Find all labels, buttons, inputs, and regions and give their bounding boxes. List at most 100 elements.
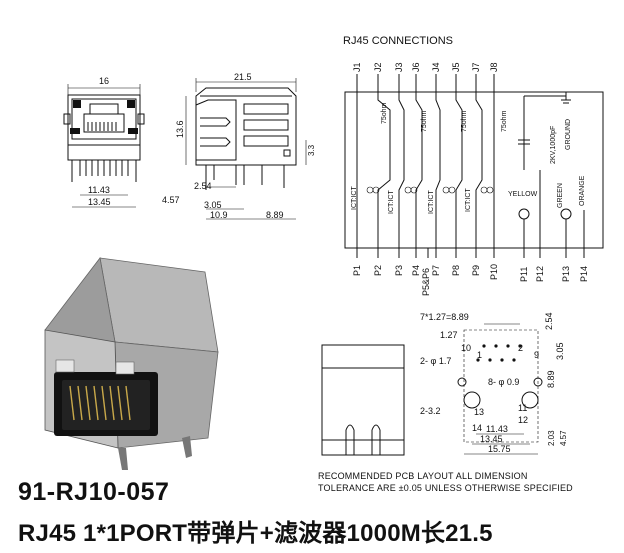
part-description: RJ45 1*1PORT带弹片+滤波器1000M长21.5 [18,520,493,547]
top-pin-lines [356,74,495,92]
svg-text:P10: P10 [489,264,499,280]
side-height-label: 13.6 [175,120,185,138]
front-contacts [87,122,117,131]
svg-text:P1: P1 [352,265,362,276]
side-d-2-54: 2.54 [194,181,212,191]
pcb-layout: 7*1.27=8.89 1.27 2.54 3.05 10 1 2 9 2- φ… [420,312,568,455]
connector-photo [44,257,219,470]
side-d-3-05: 3.05 [204,200,222,210]
pcb-d-15-75: 15.75 [488,444,511,454]
pcb-d-8-89: 8.89 [546,370,556,388]
svg-text:J2: J2 [373,62,383,72]
svg-text:P8: P8 [451,265,461,276]
signal-holes-bottom [476,358,516,362]
pcb-label-10: 10 [461,343,471,353]
svg-text:P3: P3 [394,265,404,276]
signal-lines [356,92,495,248]
svg-text:ICT:ICT: ICT:ICT [465,188,472,212]
svg-text:P2: P2 [373,265,383,276]
top-pin-labels: J1 J2 J3 J6 J4 J5 J7 J8 [352,62,499,72]
led-orange-label: ORANGE [579,175,586,206]
pcb-hole-left-large [463,391,481,409]
led-green-label: GREEN [557,183,564,208]
pcb-d-1-27: 1.27 [440,330,458,340]
schematic-title: RJ45 CONNECTIONS [343,35,453,47]
svg-text:J3: J3 [394,62,404,72]
pcb-d-11-43: 11.43 [486,424,508,434]
side-view: 21.5 13.6 3.3 2.54 4.57 3.05 10.9 8 [162,72,316,220]
side-d-8-89: 8.89 [266,210,284,220]
side-d-3-3: 3.3 [307,144,316,156]
pcb-label-9: 9 [534,350,539,360]
led-yellow-label: YELLOW [508,191,538,198]
svg-text:J5: J5 [451,62,461,72]
bottom-pin-labels: P1 P2 P3 P4 P5&P6 P7 P8 P9 P10 P11 P12 P… [352,264,589,296]
pcb-d-4-57: 4.57 [559,430,568,446]
svg-text:P12: P12 [535,266,545,282]
front-pitch-outer: 13.45 [88,197,111,207]
svg-text:J8: J8 [489,62,499,72]
pcb-label-2: 2 [518,343,523,353]
led-window-left [55,359,75,373]
svg-text:P9: P9 [471,265,481,276]
svg-text:P5&P6: P5&P6 [421,268,431,296]
svg-text:ICT:ICT: ICT:ICT [388,190,395,214]
svg-text:J1: J1 [352,62,362,72]
pcb-d-2-54: 2.54 [544,312,554,330]
front-pitch-inner: 11.43 [88,185,110,195]
pcb-label-13: 13 [474,407,484,417]
pcb-note-line-1: RECOMMENDED PCB LAYOUT ALL DIMENSION [318,471,528,481]
svg-text:75ohm: 75ohm [421,110,428,132]
svg-text:P4: P4 [411,265,421,276]
svg-text:J7: J7 [471,62,481,72]
transformer-coils [366,186,494,194]
svg-text:J6: J6 [411,62,421,72]
pcb-label-1: 1 [477,350,482,360]
led-window-right [115,361,135,375]
pcb-label-12: 12 [518,415,528,425]
capacitor-label: 2KV,1000pF [550,126,557,164]
svg-text:P11: P11 [519,267,529,282]
pcb-side-outline [321,344,405,456]
pcb-label-14: 14 [472,423,482,433]
bottom-pin-lines [356,248,585,258]
svg-text:P7: P7 [431,265,441,276]
svg-text:ICT:ICT: ICT:ICT [351,186,358,210]
svg-text:J4: J4 [431,62,441,72]
pcb-hole-3-2: 2-3.2 [420,406,441,416]
front-width-label: 16 [99,76,109,86]
pcb-footprint-outline [463,329,539,443]
ground-label: GROUND [565,119,572,150]
pcb-hole-right-large [521,391,539,409]
svg-text:P13: P13 [561,266,571,282]
pcb-d-13-45: 13.45 [480,434,503,444]
side-d-4-57: 4.57 [162,195,180,205]
rj45-schematic: RJ45 CONNECTIONS J1 J2 J3 J6 J4 J5 J7 J8 [343,35,604,296]
part-number: 91-RJ10-057 [18,478,170,506]
transformer-labels: ICT:ICT ICT:ICT ICT:ICT ICT:ICT [351,186,472,214]
led-yellow-icon [518,208,530,220]
pcb-hole-left-small [457,377,467,387]
port-contacts [69,385,131,421]
svg-text:75ohm: 75ohm [461,110,468,132]
signal-holes-top [482,344,522,348]
front-pins [71,160,137,182]
side-length-label: 21.5 [234,72,252,82]
pcb-d-3-05: 3.05 [555,342,565,360]
pcb-note-line-2: TOLERANCE ARE ±0.05 UNLESS OTHERWISE SPE… [318,483,573,493]
pcb-d-2-03: 2.03 [547,430,556,446]
svg-text:ICT:ICT: ICT:ICT [428,190,435,214]
pcb-pitch: 7*1.27=8.89 [420,312,469,322]
resistor-labels: 75ohm 75ohm 75ohm 75ohm [381,102,508,132]
pcb-hole-0-9: 8- φ 0.9 [488,377,519,387]
svg-text:75ohm: 75ohm [501,110,508,132]
svg-text:75ohm: 75ohm [381,102,388,124]
svg-text:P14: P14 [579,266,589,282]
pcb-label-11: 11 [518,403,527,413]
side-pins [205,165,285,190]
front-view: 16 11.43 13.45 [63,76,145,208]
side-d-10-9: 10.9 [210,210,228,220]
pcb-hole-1-7: 2- φ 1.7 [420,356,451,366]
led-green-icon [560,208,572,220]
